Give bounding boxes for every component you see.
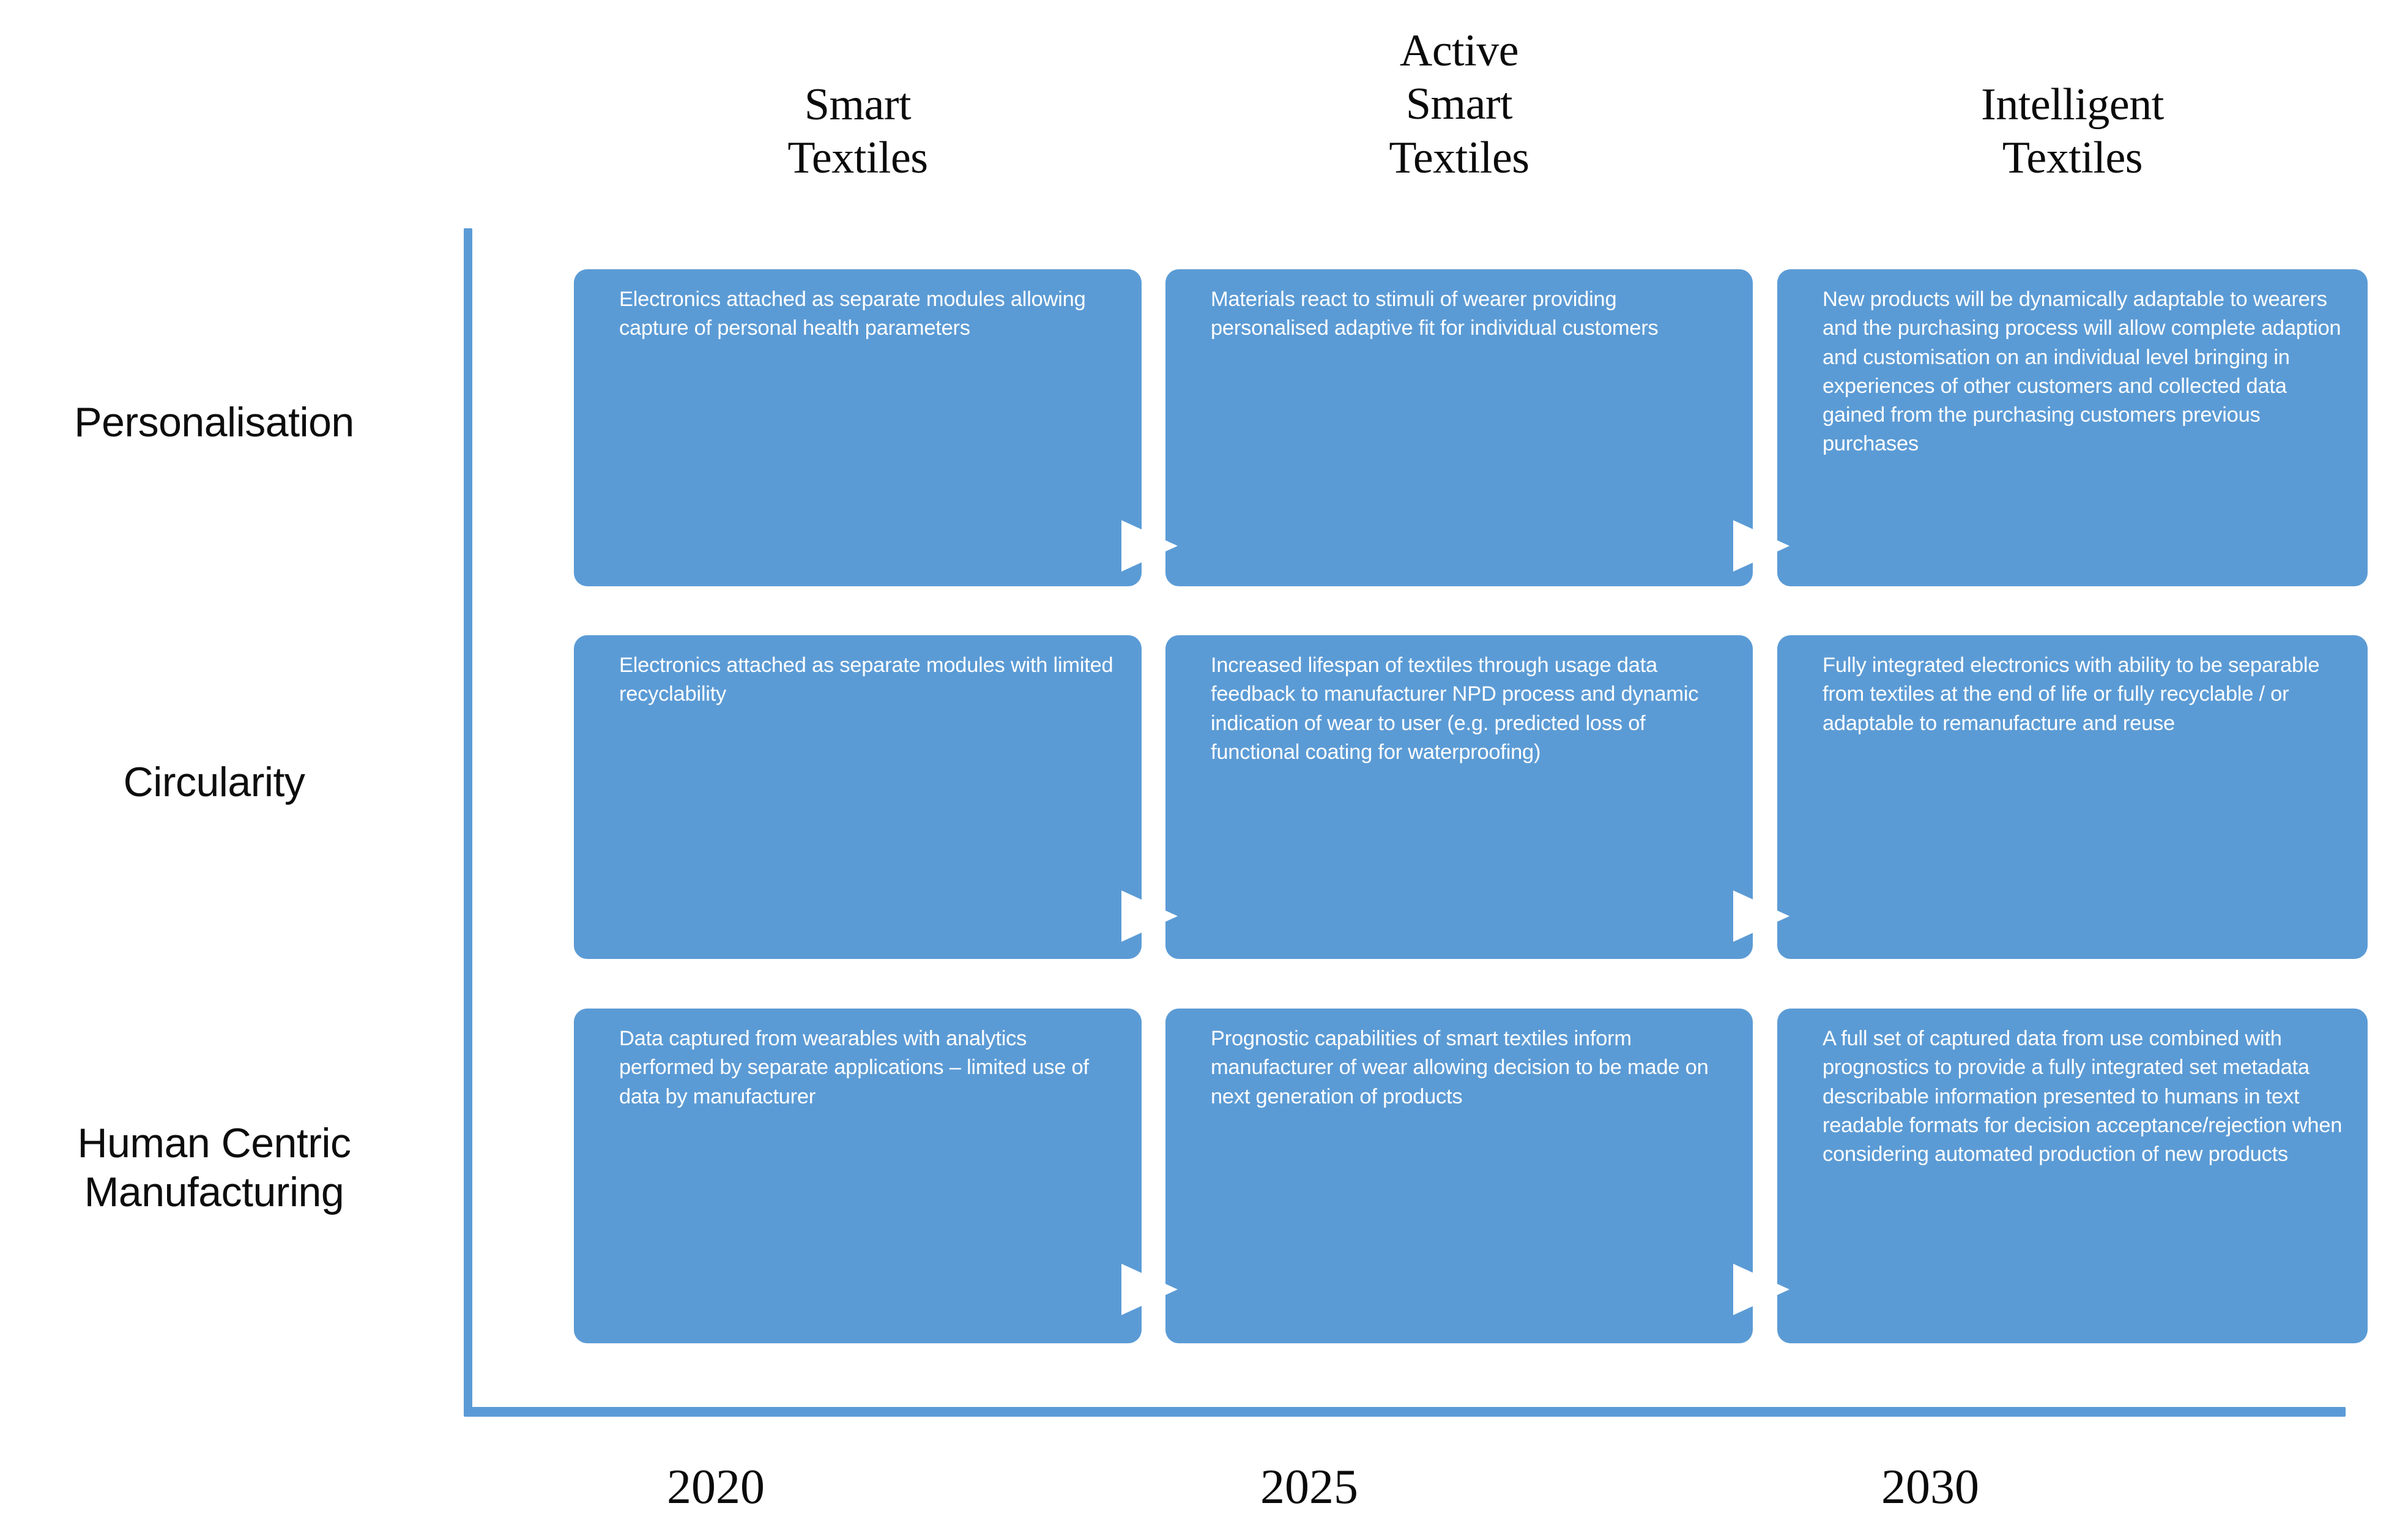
time-axis-line: [464, 1407, 2346, 1417]
row-label-line: Personalisation: [74, 399, 354, 446]
row-label-line: Human Centric: [77, 1120, 352, 1166]
year-label-2025: 2025: [1260, 1460, 1358, 1514]
arrow-right-icon: [1121, 520, 1178, 572]
year-label-2020: 2020: [667, 1460, 765, 1514]
cell-personalisation-intelligent-textiles[interactable]: New products will be dynamically adaptab…: [1777, 269, 2368, 586]
cell-personalisation-active-smart-textiles[interactable]: Materials react to stimuli of wearer pro…: [1165, 269, 1753, 586]
cell-human-centric-manufacturing-intelligent-textiles[interactable]: A full set of captured data from use com…: [1777, 1009, 2368, 1343]
year-label-2030: 2030: [1881, 1460, 1979, 1514]
row-label-line: Manufacturing: [84, 1169, 344, 1216]
arrow-right-icon: [1733, 520, 1789, 572]
cell-human-centric-manufacturing-smart-textiles[interactable]: Data captured from wearables with analyt…: [574, 1009, 1142, 1343]
column-header-line: Smart: [1405, 79, 1513, 130]
column-header-line: Textiles: [2002, 133, 2143, 184]
column-header-line: Intelligent: [1981, 80, 2164, 130]
cell-human-centric-manufacturing-active-smart-textiles[interactable]: Prognostic capabilities of smart textile…: [1165, 1009, 1753, 1343]
column-header-intelligent-textiles: Intelligent Textiles: [1777, 78, 2368, 185]
maturity-axis-line: [464, 228, 472, 1416]
column-header-line: Textiles: [1389, 132, 1529, 183]
arrow-right-icon: [1121, 1264, 1178, 1315]
row-label-human-centric-manufacturing: Human Centric Manufacturing: [0, 1119, 428, 1217]
cell-circularity-active-smart-textiles[interactable]: Increased lifespan of textiles through u…: [1165, 635, 1753, 959]
row-label-circularity: Circularity: [0, 758, 428, 807]
arrow-right-icon: [1733, 1264, 1789, 1315]
cell-circularity-smart-textiles[interactable]: Electronics attached as separate modules…: [574, 635, 1142, 959]
row-label-personalisation: Personalisation: [0, 398, 428, 447]
arrow-right-icon: [1733, 890, 1789, 942]
cell-personalisation-smart-textiles[interactable]: Electronics attached as separate modules…: [574, 269, 1142, 586]
column-header-smart-textiles: Smart Textiles: [574, 78, 1142, 185]
column-header-line: Smart: [804, 80, 912, 130]
arrow-right-icon: [1121, 890, 1178, 942]
column-header-line: Textiles: [787, 133, 928, 184]
column-header-active-smart-textiles: Active Smart Textiles: [1165, 24, 1753, 185]
cell-circularity-intelligent-textiles[interactable]: Fully integrated electronics with abilit…: [1777, 635, 2368, 959]
column-header-line: Active: [1399, 26, 1519, 76]
row-label-line: Circularity: [123, 759, 305, 805]
